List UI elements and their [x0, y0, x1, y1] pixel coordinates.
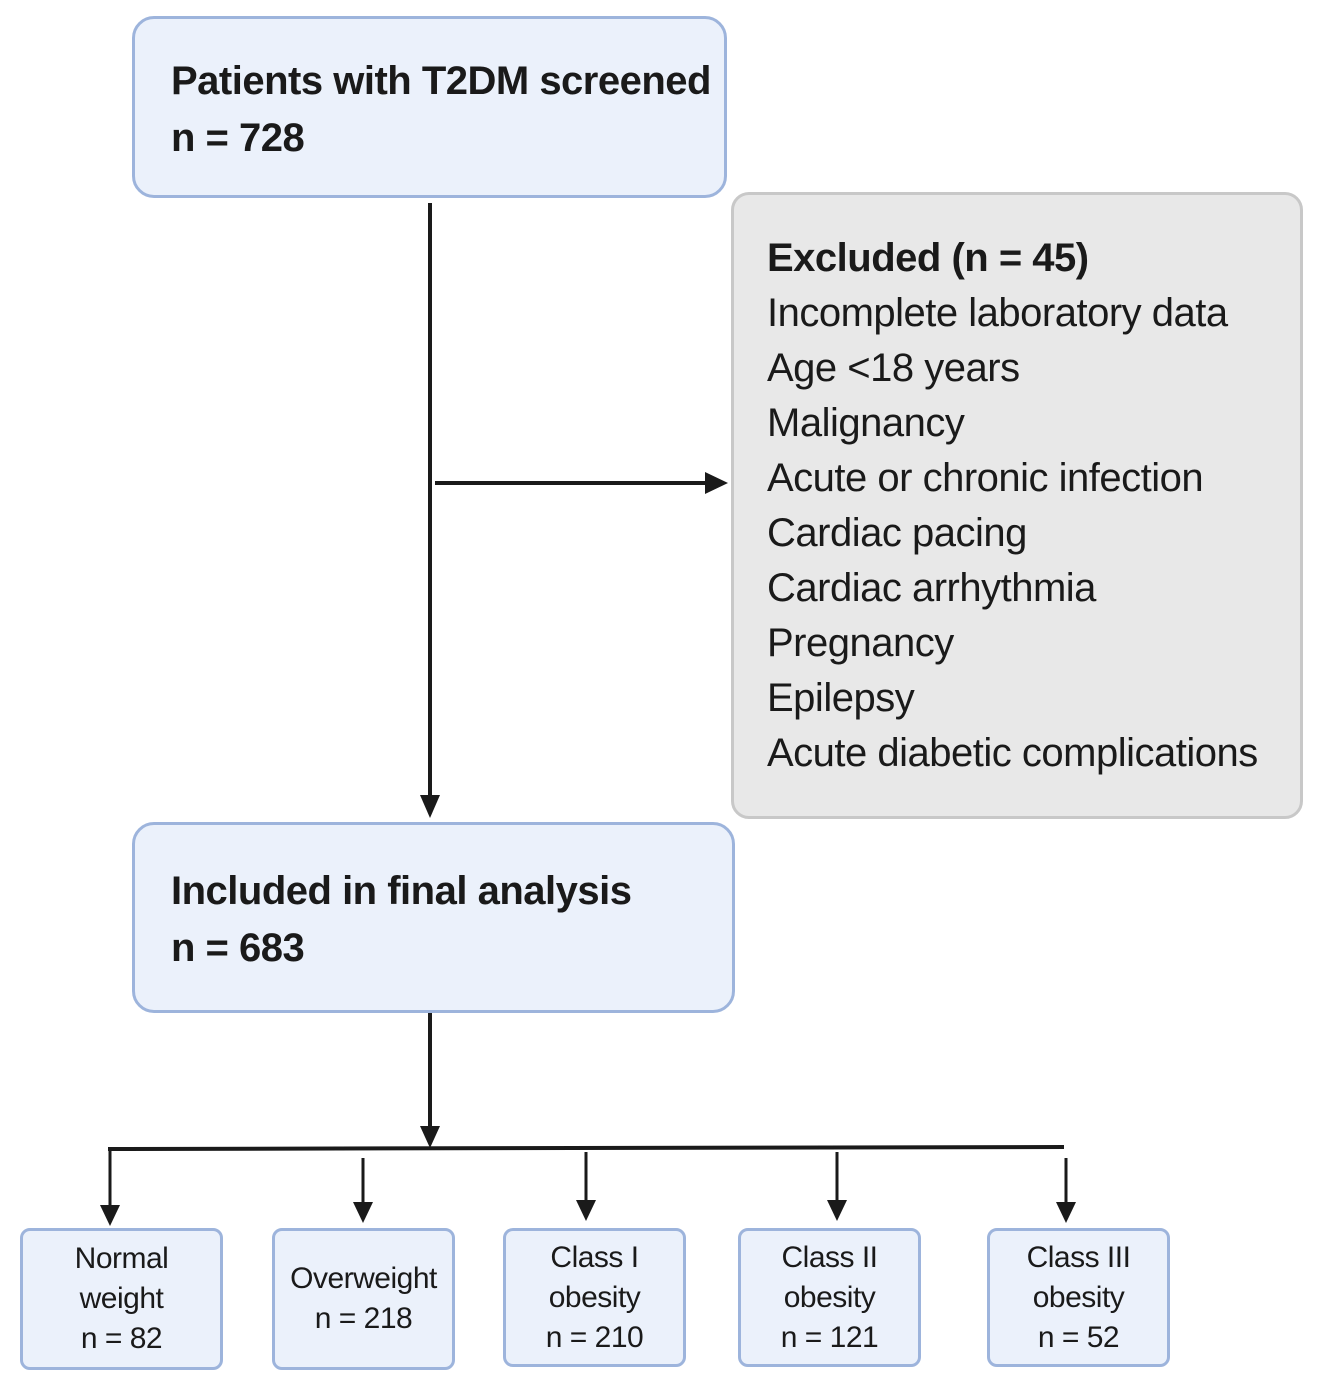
- included-to-branch-arrowhead: [420, 1126, 440, 1148]
- group-class2-box: Class II obesity n = 121: [738, 1228, 921, 1367]
- exclusion-reason: Malignancy: [767, 401, 965, 445]
- exclusion-reason: Epilepsy: [767, 676, 915, 720]
- drop-class2-arrowhead: [827, 1200, 847, 1221]
- group-class3-box: Class III obesity n = 52: [987, 1228, 1170, 1367]
- included-box: Included in final analysis n = 683: [132, 822, 735, 1013]
- drop-class3-arrowhead: [1056, 1202, 1076, 1223]
- group-count: n = 218: [314, 1302, 413, 1335]
- group-count: n = 210: [545, 1320, 644, 1354]
- screened-count: n = 728: [171, 116, 305, 160]
- group-count: n = 121: [780, 1320, 879, 1354]
- screened-box: Patients with T2DM screened n = 728: [132, 16, 727, 198]
- group-label: obesity: [783, 1280, 876, 1314]
- group-class1-box: Class I obesity n = 210: [503, 1228, 686, 1367]
- group-label: Class III: [1026, 1240, 1131, 1274]
- exclusion-reason: Acute or chronic infection: [767, 456, 1204, 500]
- group-label: Normal: [74, 1242, 169, 1275]
- group-normal-weight-box: Normal weight n = 82: [20, 1228, 223, 1370]
- exclusion-reason: Cardiac pacing: [767, 511, 1027, 555]
- screened-title: Patients with T2DM screened: [171, 59, 711, 103]
- exclusion-reason: Incomplete laboratory data: [767, 291, 1228, 335]
- group-label: weight: [79, 1282, 164, 1315]
- group-label: obesity: [1032, 1280, 1125, 1314]
- branch-bar: [107, 1145, 1065, 1151]
- included-title: Included in final analysis: [171, 869, 632, 913]
- group-count: n = 82: [80, 1322, 163, 1355]
- drop-class1-arrowhead: [576, 1200, 596, 1221]
- included-count: n = 683: [171, 926, 305, 970]
- screened-to-included-arrowhead: [420, 795, 440, 818]
- exclusion-reason: Age <18 years: [767, 346, 1020, 390]
- drop-normal-weight-arrowhead: [100, 1205, 120, 1226]
- group-count: n = 52: [1037, 1320, 1120, 1354]
- group-label: Class I: [550, 1240, 639, 1274]
- exclusion-reason: Acute diabetic complications: [767, 731, 1258, 775]
- group-label: Class II: [781, 1240, 878, 1274]
- drop-overweight-arrowhead: [353, 1202, 373, 1223]
- excluded-box: Excluded (n = 45) Incomplete laboratory …: [731, 192, 1303, 819]
- group-overweight-box: Overweight n = 218: [272, 1228, 455, 1370]
- group-label: obesity: [548, 1280, 641, 1314]
- exclusion-reason: Cardiac arrhythmia: [767, 566, 1096, 610]
- group-label: Overweight: [290, 1262, 437, 1295]
- excluded-title: Excluded (n = 45): [767, 236, 1089, 280]
- exclusion-reason: Pregnancy: [767, 621, 954, 665]
- to-excluded-arrowhead: [705, 472, 728, 494]
